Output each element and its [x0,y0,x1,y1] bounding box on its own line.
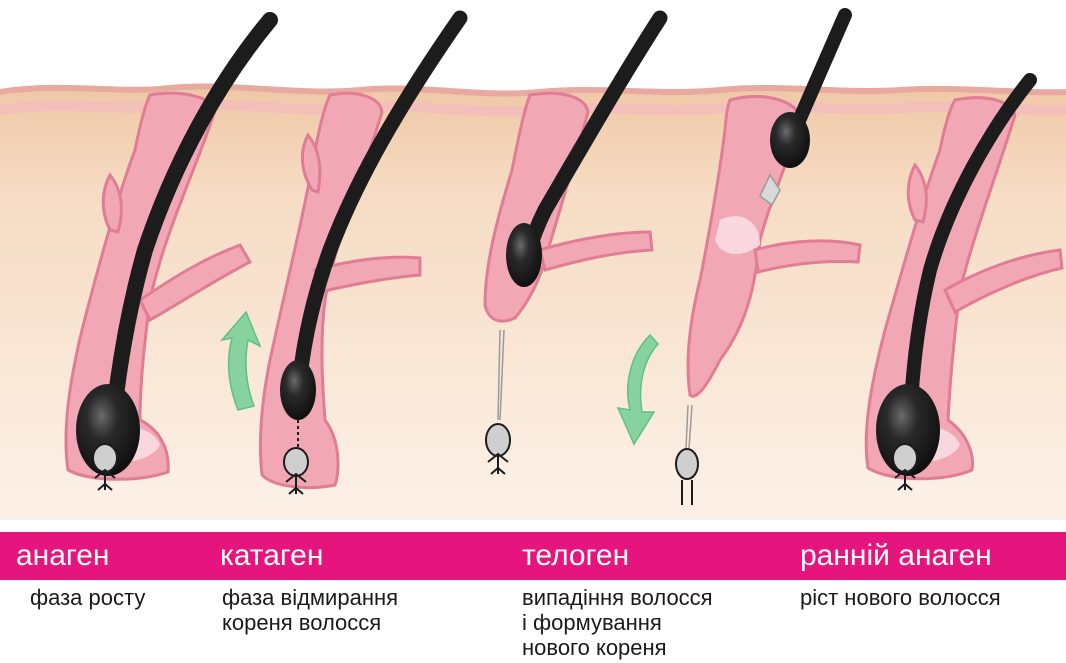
phase-desc-line: ріст нового волосся [800,585,1001,610]
phase-desc-line: нового кореня [522,635,713,660]
phase-desc-line: випадіння волосся [522,585,713,610]
phase-title-early-anagen: ранній анаген [800,533,992,579]
phase-desc-line: фаза росту [30,585,145,610]
phase-desc-early-anagen: ріст нового волосся [800,585,1001,610]
phase-desc-catagen: фаза відмирання кореня волосся [222,585,398,635]
phase-desc-line: кореня волосся [222,610,398,635]
hair-growth-cycle-illustration [0,0,1066,520]
phase-title-anagen: анаген [16,533,109,579]
phase-desc-telogen: випадіння волосся і формування нового ко… [522,585,713,660]
phase-desc-line: і формування [522,610,713,635]
phase-title-catagen: катаген [220,533,323,579]
phase-desc-line: фаза відмирання [222,585,398,610]
phase-desc-anagen: фаза росту [30,585,145,610]
phase-title-telogen: телоген [522,533,629,579]
